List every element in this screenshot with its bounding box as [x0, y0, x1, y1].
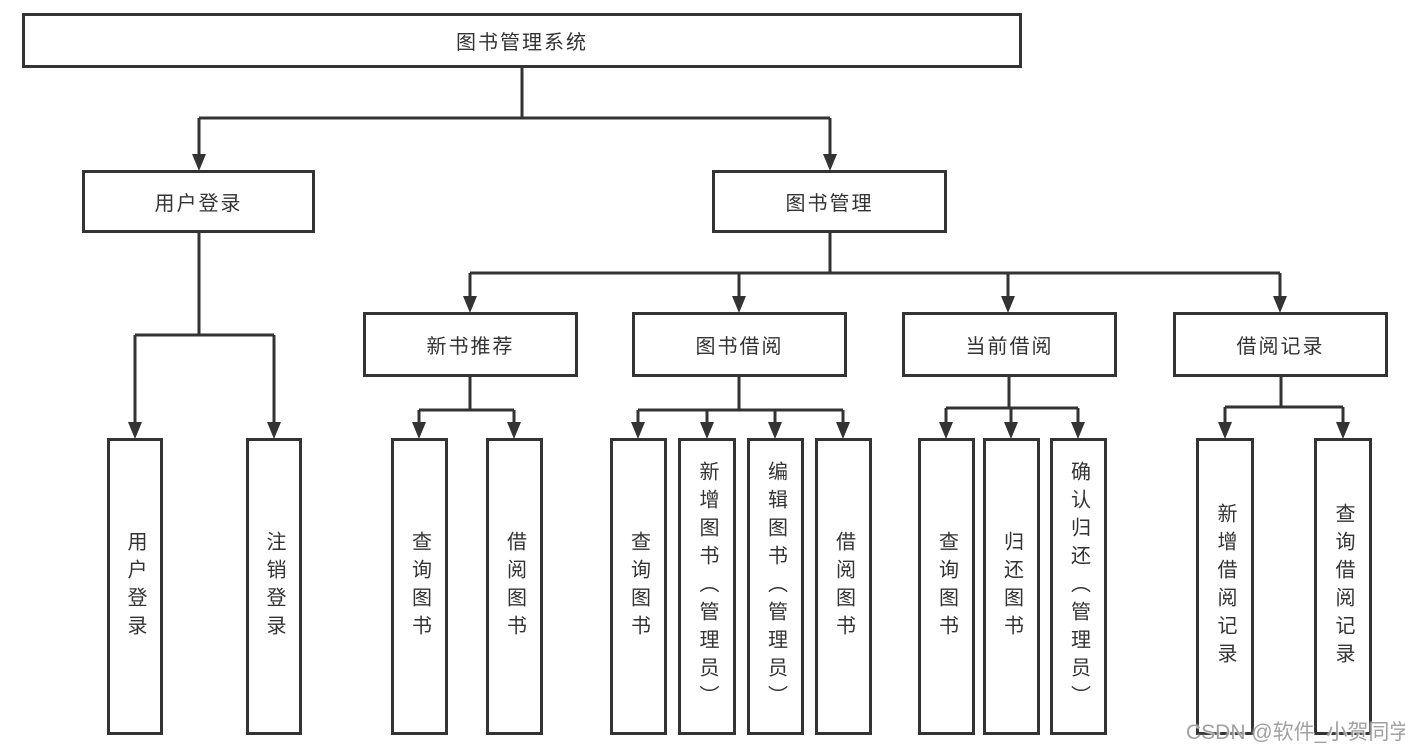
- leaf-records-add-record-label: 新增借阅记录: [1214, 502, 1236, 671]
- arrowhead-icon: [939, 422, 953, 439]
- leaf-current-return-books: 归还图书: [983, 438, 1040, 735]
- node-current-borrow-label: 当前借阅: [965, 336, 1054, 358]
- arrowhead-icon: [732, 296, 746, 313]
- arrowhead-icon: [463, 296, 477, 313]
- leaf-newbooks-query-books: 查询图书: [391, 438, 448, 735]
- arrowhead-icon: [267, 422, 281, 439]
- connector-root-to-level2: [197, 68, 832, 155]
- leaf-current-query-books: 查询图书: [918, 438, 975, 735]
- arrowhead-icon: [192, 154, 206, 171]
- arrowhead-icon: [1273, 296, 1287, 313]
- csdn-watermark: CSDN @软件_小贺同学: [1186, 721, 1405, 744]
- connector-login-to-leaves: [133, 233, 276, 423]
- leaf-user-login: 用户登录: [107, 438, 163, 735]
- leaf-current-confirm-return-admin: 确认归还（管理员）: [1050, 438, 1107, 735]
- arrowhead-icon: [1218, 422, 1232, 439]
- leaf-current-return-books-label: 归还图书: [1000, 530, 1023, 643]
- leaf-records-add-record: 新增借阅记录: [1196, 438, 1254, 735]
- leaf-borrow-query-books: 查询图书: [610, 438, 667, 735]
- leaf-records-query-record: 查询借阅记录: [1314, 438, 1372, 735]
- arrowhead-icon: [1004, 422, 1018, 439]
- leaf-logout-label: 注销登录: [263, 530, 285, 643]
- leaf-borrow-edit-books-admin: 编辑图书（管理员）: [747, 438, 804, 735]
- leaf-newbooks-borrow-books: 借阅图书: [486, 438, 543, 735]
- leaf-logout: 注销登录: [246, 438, 302, 735]
- arrowhead-icon: [768, 422, 782, 439]
- connector-records-to-leaves: [1223, 377, 1345, 423]
- node-book-borrow-label: 图书借阅: [695, 336, 784, 358]
- leaf-borrow-borrow-books: 借阅图书: [815, 438, 872, 735]
- leaf-records-query-record-label: 查询借阅记录: [1332, 502, 1354, 671]
- connector-current-to-leaves: [944, 377, 1080, 423]
- node-user-login-label: 用户登录: [154, 193, 243, 215]
- arrowhead-icon: [836, 422, 850, 439]
- node-book-management: 图书管理: [712, 170, 947, 233]
- arrowhead-icon: [1001, 296, 1015, 313]
- arrowhead-icon: [412, 422, 426, 439]
- node-root: 图书管理系统: [22, 13, 1022, 68]
- leaf-borrow-query-books-label: 查询图书: [627, 530, 650, 643]
- leaf-current-query-books-label: 查询图书: [935, 530, 958, 643]
- node-borrow-records: 借阅记录: [1173, 312, 1388, 377]
- node-root-label: 图书管理系统: [456, 32, 588, 54]
- node-new-book-recommend: 新书推荐: [363, 312, 578, 377]
- arrowhead-icon: [631, 422, 645, 439]
- leaf-borrow-edit-books-admin-label: 编辑图书（管理员）: [764, 460, 787, 713]
- leaf-user-login-label: 用户登录: [124, 530, 146, 643]
- arrowhead-icon: [823, 154, 837, 171]
- node-book-borrow: 图书借阅: [632, 312, 847, 377]
- arrowhead-icon: [128, 422, 142, 439]
- leaf-borrow-borrow-books-label: 借阅图书: [832, 530, 855, 643]
- arrowhead-icon: [1071, 422, 1085, 439]
- node-new-book-recommend-label: 新书推荐: [426, 336, 515, 358]
- node-borrow-records-label: 借阅记录: [1236, 336, 1325, 358]
- node-book-management-label: 图书管理: [785, 193, 874, 215]
- leaf-borrow-add-books-admin-label: 新增图书（管理员）: [696, 460, 718, 713]
- node-current-borrow: 当前借阅: [902, 312, 1117, 377]
- arrowhead-icon: [700, 422, 714, 439]
- arrowhead-icon: [507, 422, 521, 439]
- leaf-current-confirm-return-admin-label: 确认归还（管理员）: [1067, 460, 1090, 713]
- node-user-login: 用户登录: [82, 170, 315, 233]
- connector-mgmt-to-level3: [468, 233, 1282, 297]
- leaf-borrow-add-books-admin: 新增图书（管理员）: [678, 438, 736, 735]
- connector-newbook-to-leaves: [417, 377, 516, 423]
- leaf-newbooks-borrow-books-label: 借阅图书: [503, 530, 526, 643]
- connector-borrow-to-leaves: [636, 377, 845, 423]
- arrowhead-icon: [1336, 422, 1350, 439]
- leaf-newbooks-query-books-label: 查询图书: [408, 530, 431, 643]
